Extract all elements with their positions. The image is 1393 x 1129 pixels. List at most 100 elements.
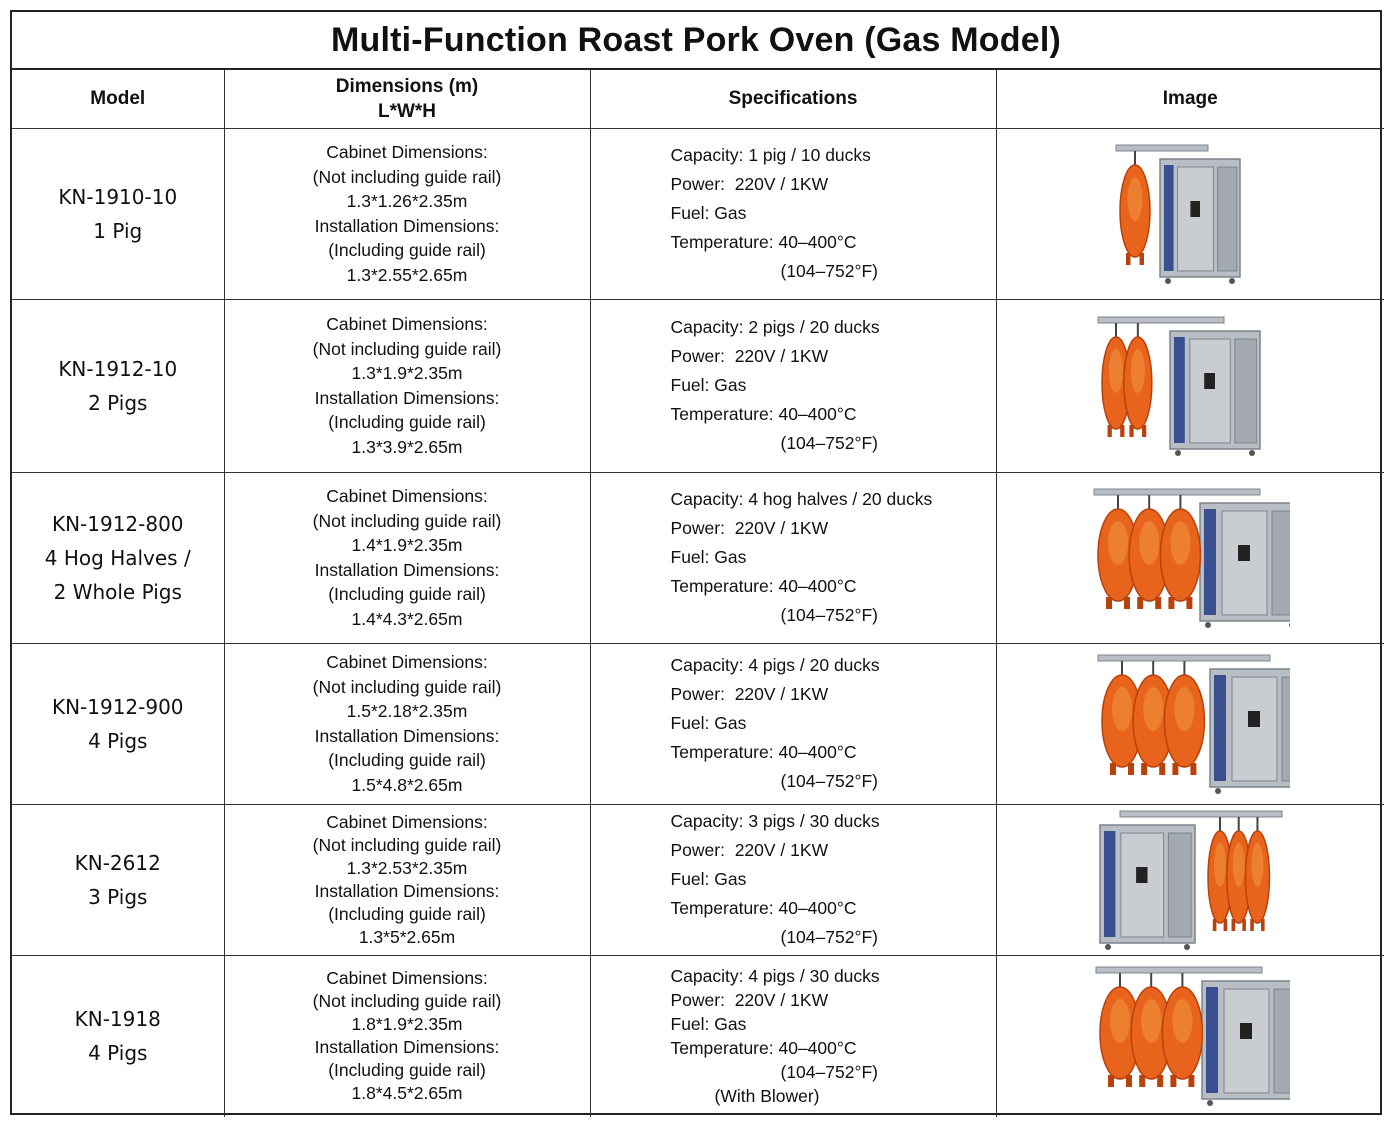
model-cell: KN-1912-10 2 Pigs (12, 298, 225, 473)
installation-dimensions: 1.3*3.9*2.65m (351, 436, 463, 457)
cabinet-dimensions: 1.3*2.53*2.35m (346, 857, 468, 878)
oven-illustration (1099, 810, 1283, 950)
temperature-celsius: 40–400°C (778, 1038, 857, 1059)
dimensions-cell: Cabinet Dimensions: (Not including guide… (223, 954, 591, 1117)
roast-pig (1161, 986, 1204, 1088)
specifications-cell: Capacity: 4 pigs / 30 ducks Power: 220V … (589, 954, 997, 1117)
guide-rail (1095, 966, 1263, 974)
installation-label: Installation Dimensions: (314, 880, 500, 901)
model-number: KN-1912-800 (51, 511, 184, 536)
power-value: 220V / 1KW (734, 990, 829, 1011)
including-label: (Including guide rail) (328, 240, 486, 260)
not-including-label: (Not including guide rail) (312, 338, 502, 359)
capacity-label: Capacity: (670, 145, 744, 165)
image-cell (995, 954, 1384, 1117)
temperature-label: Temperature: (670, 404, 774, 424)
temperature-line: Temperature: 40–400°C (671, 400, 996, 429)
fuel-line: Fuel: Gas (670, 713, 747, 733)
capacity-value: 4 pigs / 20 ducks (748, 655, 880, 675)
oven-illustration (1097, 316, 1261, 456)
model-cell: KN-2612 3 Pigs (12, 803, 225, 956)
specifications-cell: Capacity: 4 hog halves / 20 ducks Power:… (589, 471, 997, 644)
power-value: 220V / 1KW (734, 174, 829, 194)
model-capacity: 4 Pigs (88, 1041, 148, 1066)
including-label: (Including guide rail) (328, 584, 486, 604)
header-dimensions-line2: L*W*H (377, 100, 437, 122)
note-line: (With Blower) (714, 1086, 820, 1107)
power-value: 220V / 1KW (734, 840, 829, 860)
roast-pig (1207, 829, 1233, 931)
oven-cabinet (1199, 501, 1291, 628)
table-row: KN-2612 3 Pigs Cabinet Dimensions: (Not … (12, 803, 1384, 956)
table-row: KN-1918 4 Pigs Cabinet Dimensions: (Not … (12, 954, 1384, 1117)
cabinet-dimensions: 1.3*1.26*2.35m (346, 191, 468, 211)
specifications-cell: Capacity: 4 pigs / 20 ducks Power: 220V … (589, 642, 997, 805)
capacity-label: Capacity: (670, 489, 744, 509)
model-capacity: 4 Hog Halves / (44, 545, 191, 570)
roast-pig (1099, 986, 1141, 1088)
installation-label: Installation Dimensions: (314, 559, 500, 580)
image-cell (995, 128, 1384, 300)
not-including-label: (Not including guide rail) (312, 676, 502, 697)
temperature-line: Temperature: 40–400°C (671, 572, 996, 601)
roast-pig (1130, 986, 1173, 1088)
roast-pig (1163, 673, 1206, 775)
power-label: Power: (670, 684, 725, 704)
table-row: KN-1912-800 4 Hog Halves / 2 Whole Pigs … (12, 471, 1384, 644)
power-line: Power: 220V / 1KW (671, 988, 996, 1012)
image-cell (995, 803, 1384, 956)
power-label: Power: (670, 840, 725, 860)
capacity-label: Capacity: (670, 317, 744, 337)
roast-pig (1128, 507, 1171, 609)
power-line: Power: 220V / 1KW (671, 514, 996, 543)
guide-rail (1119, 810, 1283, 817)
header-image: Image (995, 70, 1384, 129)
temperature-line: Temperature: 40–400°C (671, 228, 996, 257)
roast-pig (1132, 673, 1175, 775)
temperature-label: Temperature: (670, 898, 774, 918)
power-line: Power: 220V / 1KW (671, 170, 996, 199)
temperature-fahrenheit: (104–752°F) (780, 927, 878, 947)
capacity-line: Capacity: 4 pigs / 30 ducks (671, 964, 996, 988)
cabinet-label: Cabinet Dimensions: (326, 486, 488, 506)
roast-pig (1244, 829, 1271, 931)
installation-dimensions: 1.8*4.5*2.65m (351, 1083, 463, 1104)
capacity-value: 4 hog halves / 20 ducks (748, 489, 933, 509)
header-row: Model Dimensions (m) L*W*H Specification… (12, 70, 1384, 129)
image-cell (995, 471, 1384, 644)
installation-dimensions: 1.4*4.3*2.65m (351, 608, 463, 629)
temperature-celsius: 40–400°C (778, 898, 857, 918)
temperature-label: Temperature: (670, 742, 774, 762)
guide-rail (1097, 316, 1225, 323)
cabinet-dimensions: 1.5*2.18*2.35m (346, 701, 468, 721)
roast-pig (1101, 335, 1131, 437)
including-label: (Including guide rail) (328, 412, 486, 432)
installation-dimensions: 1.5*4.8*2.65m (351, 774, 463, 795)
installation-label: Installation Dimensions: (314, 725, 500, 746)
power-line: Power: 220V / 1KW (671, 836, 996, 865)
model-capacity: 2 Pigs (88, 390, 148, 415)
capacity-line: Capacity: 3 pigs / 30 ducks (671, 807, 996, 836)
oven-illustration (1095, 966, 1291, 1107)
capacity-value: 4 pigs / 30 ducks (748, 966, 880, 987)
temperature-fahrenheit: (104–752°F) (780, 771, 878, 791)
cabinet-label: Cabinet Dimensions: (326, 652, 488, 672)
including-label: (Including guide rail) (328, 750, 486, 770)
temperature-label: Temperature: (670, 232, 774, 252)
header-dimensions-line1: Dimensions (m) (335, 75, 479, 97)
oven-illustration (1115, 144, 1241, 284)
temperature-line: Temperature: 40–400°C (671, 894, 996, 923)
guide-rail (1093, 488, 1261, 495)
temperature-label: Temperature: (670, 1038, 774, 1059)
roast-pig (1101, 673, 1143, 775)
capacity-line: Capacity: 2 pigs / 20 ducks (671, 313, 996, 342)
installation-dimensions: 1.3*2.55*2.65m (346, 264, 468, 285)
header-model: Model (12, 70, 225, 129)
fuel-line: Fuel: Gas (670, 203, 747, 223)
capacity-line: Capacity: 1 pig / 10 ducks (671, 141, 996, 170)
oven-cabinet (1159, 157, 1241, 284)
capacity-label: Capacity: (670, 966, 744, 987)
header-specifications: Specifications (589, 70, 997, 129)
spec-table: Model Dimensions (m) L*W*H Specification… (12, 70, 1384, 1117)
installation-label: Installation Dimensions: (314, 215, 500, 236)
